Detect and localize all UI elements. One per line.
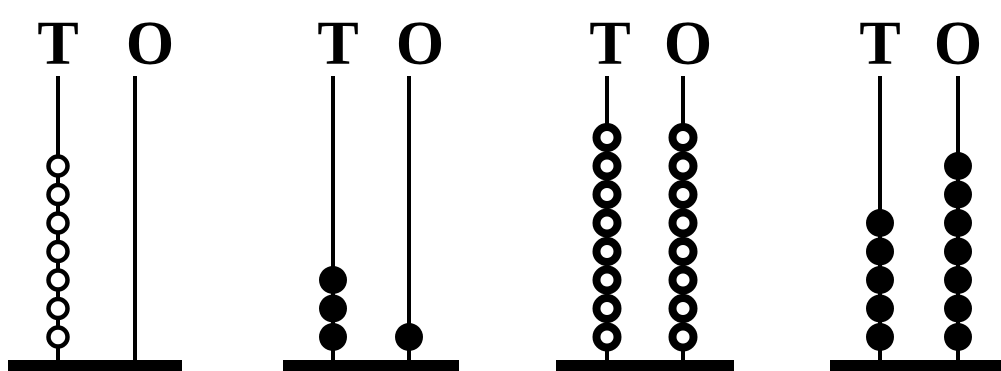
abacus-3-tens-bead — [597, 156, 618, 177]
abacus-3-ones-bead — [673, 213, 694, 234]
abacus-2: T O — [283, 10, 459, 371]
abacus-1-tens-bead — [49, 328, 68, 347]
abacus-3-tens-label: T — [589, 10, 630, 78]
abacus-4: T O — [830, 10, 1001, 371]
abacus-3-ones-bead — [673, 127, 694, 148]
abacus-3-tens-bead — [597, 127, 618, 148]
abacus-2-tens-beads — [319, 266, 347, 351]
abacus-1-ones-label: O — [126, 10, 174, 78]
abacus-3-ones-bead — [673, 241, 694, 262]
abacus-3-tens-bead — [597, 241, 618, 262]
abacus-4-tens-bead — [866, 266, 894, 294]
abacus-4-tens-bead — [866, 295, 894, 323]
abacus-4-tens-bead — [866, 323, 894, 351]
abacus-3-ones-bead — [673, 270, 694, 291]
abacus-1: T O — [8, 10, 182, 371]
abacus-3-ones-bead — [673, 327, 694, 348]
abacus-3-ones-bead — [673, 156, 694, 177]
abacus-3-tens-bead — [597, 184, 618, 205]
abacus-4-ones-bead — [944, 181, 972, 209]
abacus-4-tens-bead — [866, 238, 894, 266]
abacus-2-base — [283, 360, 459, 371]
abacus-3-ones-beads — [673, 127, 694, 348]
abacus-4-tens-label: T — [859, 10, 900, 78]
abacus-3-ones-label: O — [664, 10, 712, 78]
abacus-4-tens-bead — [866, 209, 894, 237]
abacus-1-tens-bead — [49, 242, 68, 261]
abacus-1-tens-bead — [49, 271, 68, 290]
abacus-2-tens-bead — [319, 323, 347, 351]
abacus-2-ones-bead — [395, 323, 423, 351]
abacus-4-ones-bead — [944, 295, 972, 323]
abacus-4-tens-beads — [866, 209, 894, 351]
abacus-4-ones-bead — [944, 209, 972, 237]
abacus-4-ones-bead — [944, 266, 972, 294]
abacus-1-tens-bead — [49, 214, 68, 233]
abacus-4-ones-beads — [944, 152, 972, 351]
abacus-1-tens-bead — [49, 185, 68, 204]
abacus-3-tens-beads — [597, 127, 618, 348]
abacus-1-tens-bead — [49, 157, 68, 176]
abacus-1-tens-bead — [49, 299, 68, 318]
abacus-2-tens-bead — [319, 295, 347, 323]
abacus-3-base — [556, 360, 734, 371]
abacus-1-base — [8, 360, 182, 371]
abacus-4-ones-bead — [944, 238, 972, 266]
abacus-3-ones-bead — [673, 298, 694, 319]
abacus-2-ones-beads — [395, 323, 423, 351]
abacus-1-tens-label: T — [37, 10, 78, 78]
abacus-3-tens-bead — [597, 213, 618, 234]
abacus-3-ones-bead — [673, 184, 694, 205]
abacus-3-tens-bead — [597, 298, 618, 319]
abacus-3-tens-bead — [597, 327, 618, 348]
abacus-3: T O — [556, 10, 734, 371]
abacus-4-ones-bead — [944, 323, 972, 351]
abacus-4-ones-label: O — [934, 10, 982, 78]
abacus-1-tens-beads — [49, 157, 68, 347]
abacus-4-ones-bead — [944, 152, 972, 180]
abacus-2-tens-bead — [319, 266, 347, 294]
abacus-4-base — [830, 360, 1001, 371]
abacus-2-tens-label: T — [317, 10, 358, 78]
abacus-2-ones-label: O — [396, 10, 444, 78]
abacus-3-tens-bead — [597, 270, 618, 291]
